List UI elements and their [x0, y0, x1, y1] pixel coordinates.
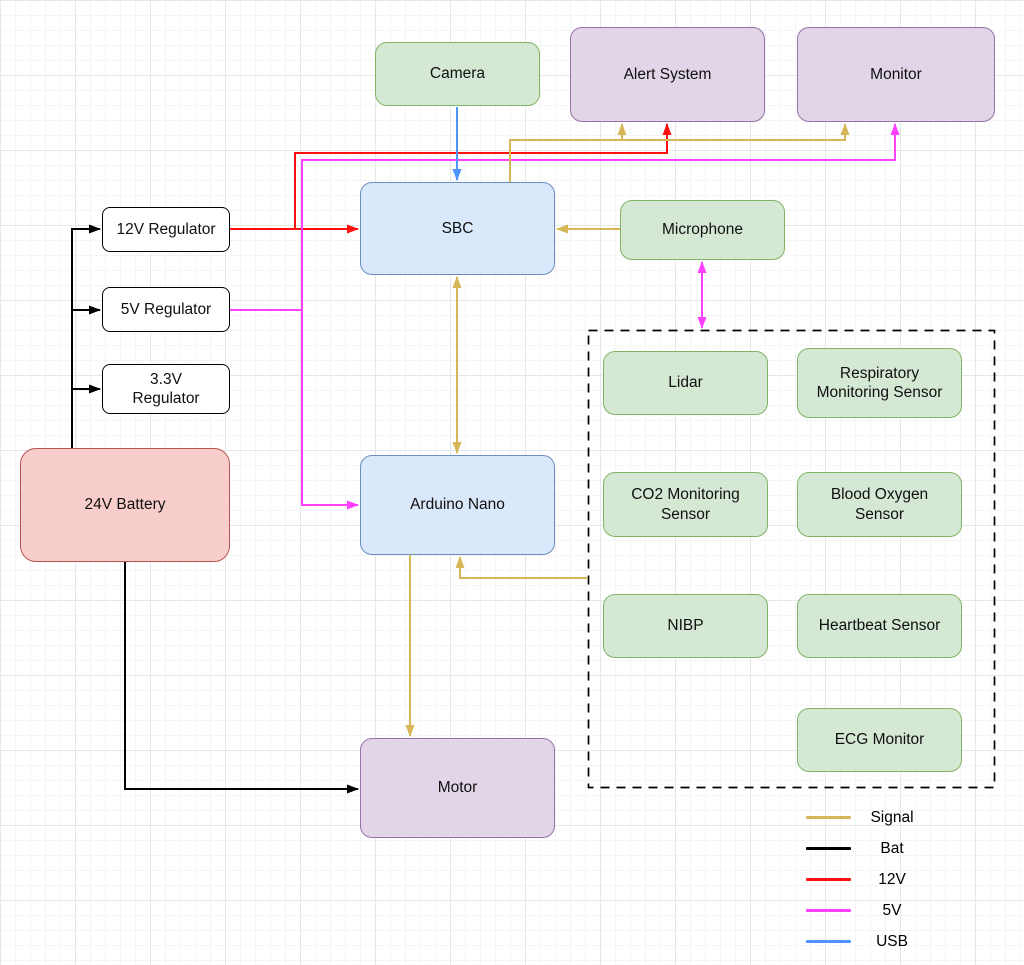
- node-5v-regulator-label: 5V Regulator: [120, 300, 212, 318]
- node-nibp-label: NIBP: [667, 617, 704, 635]
- edge-signal-sensor-group-arduino: [455, 556, 588, 579]
- node-monitor-label: Monitor: [870, 65, 922, 83]
- node-12v-regulator: 12V Regulator: [102, 207, 230, 252]
- node-alert-system: Alert System: [570, 27, 765, 122]
- node-respiratory-sensor: Respiratory Monitoring Sensor: [797, 348, 962, 418]
- node-microphone-label: Microphone: [662, 221, 743, 239]
- legend: Signal Bat 12V 5V USB: [806, 802, 933, 957]
- node-12v-regulator-label: 12V Regulator: [116, 220, 216, 238]
- node-respiratory-sensor-label: Respiratory Monitoring Sensor: [816, 364, 943, 401]
- node-heartbeat-sensor: Heartbeat Sensor: [797, 594, 962, 658]
- edge-5v-regulator-arduino: [230, 309, 359, 510]
- node-5v-regulator: 5V Regulator: [102, 287, 230, 332]
- edge-bat-battery-12v-regulator: [71, 224, 101, 448]
- legend-label-12v: 12V: [878, 870, 906, 888]
- legend-item-5v: 5V: [806, 895, 933, 926]
- node-lidar: Lidar: [603, 351, 768, 415]
- node-lidar-label: Lidar: [668, 374, 703, 392]
- legend-line-bat: [806, 847, 851, 850]
- legend-item-bat: Bat: [806, 833, 933, 864]
- node-camera: Camera: [375, 42, 540, 106]
- node-heartbeat-sensor-label: Heartbeat Sensor: [818, 617, 941, 635]
- node-ecg-monitor: ECG Monitor: [797, 708, 962, 772]
- node-arduino-nano: Arduino Nano: [360, 455, 555, 555]
- node-blood-oxygen-sensor-label: Blood Oxygen Sensor: [830, 486, 929, 523]
- edge-5v-regulator-monitor: [301, 123, 900, 310]
- node-co2-sensor: CO2 Monitoring Sensor: [603, 472, 768, 537]
- legend-label-signal: Signal: [870, 808, 914, 826]
- node-nibp: NIBP: [603, 594, 768, 658]
- legend-line-signal: [806, 816, 851, 819]
- node-arduino-nano-label: Arduino Nano: [410, 496, 505, 514]
- legend-line-12v: [806, 878, 851, 881]
- node-ecg-monitor-label: ECG Monitor: [834, 731, 925, 749]
- legend-item-signal: Signal: [806, 802, 933, 833]
- legend-line-usb: [806, 940, 851, 943]
- node-microphone: Microphone: [620, 200, 785, 260]
- node-24v-battery-label: 24V Battery: [84, 496, 166, 514]
- node-motor: Motor: [360, 738, 555, 838]
- node-camera-label: Camera: [429, 65, 486, 83]
- legend-label-bat: Bat: [880, 839, 904, 857]
- edge-signal-sbc-monitor: [509, 123, 850, 182]
- node-3v3-regulator-label: 3.3V Regulator: [132, 370, 200, 407]
- node-24v-battery: 24V Battery: [20, 448, 230, 562]
- node-co2-sensor-label: CO2 Monitoring Sensor: [631, 486, 740, 523]
- edge-bat-battery-motor: [124, 562, 359, 794]
- node-monitor: Monitor: [797, 27, 995, 122]
- legend-label-usb: USB: [876, 932, 908, 950]
- legend-item-usb: USB: [806, 926, 933, 957]
- node-motor-label: Motor: [437, 779, 478, 797]
- edge-12v-regulator-alert-system: [294, 123, 672, 229]
- legend-item-12v: 12V: [806, 864, 933, 895]
- node-3v3-regulator: 3.3V Regulator: [102, 364, 230, 414]
- node-alert-system-label: Alert System: [623, 65, 712, 83]
- node-sbc-label: SBC: [441, 219, 474, 237]
- legend-line-5v: [806, 909, 851, 912]
- node-blood-oxygen-sensor: Blood Oxygen Sensor: [797, 472, 962, 537]
- legend-label-5v: 5V: [882, 901, 902, 919]
- node-sbc: SBC: [360, 182, 555, 275]
